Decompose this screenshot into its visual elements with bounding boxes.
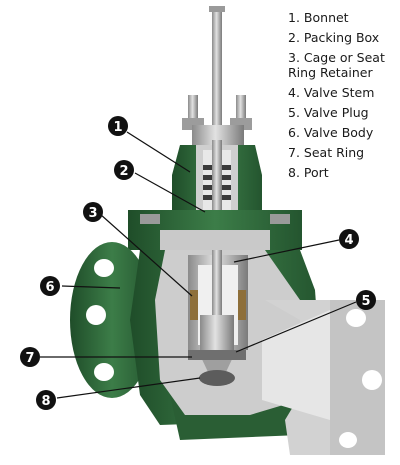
valve-stem-top bbox=[209, 6, 225, 126]
legend-label: Bonnet bbox=[303, 10, 349, 25]
legend-label: Seat Ring bbox=[303, 145, 365, 160]
leader-lines bbox=[40, 131, 357, 399]
legend-label: Valve Body bbox=[303, 125, 374, 140]
legend-number: 7. bbox=[288, 145, 300, 160]
bonnet-studs bbox=[182, 95, 252, 145]
legend-label: Port bbox=[303, 165, 329, 180]
leader-line-2 bbox=[134, 172, 206, 213]
callout-5-label: 5 bbox=[361, 294, 370, 309]
legend-item-valve-body: 6. Valve Body bbox=[288, 125, 400, 140]
legend-number: 2. bbox=[288, 30, 300, 45]
legend-item-port: 8. Port bbox=[288, 165, 400, 180]
legend-item-packing-box: 2. Packing Box bbox=[288, 30, 400, 45]
callout-2: 2 bbox=[114, 160, 134, 180]
callout-4: 4 bbox=[339, 229, 359, 249]
callout-7-label: 7 bbox=[25, 351, 34, 366]
legend-label: Cage or Seat Ring Retainer bbox=[288, 50, 385, 80]
port bbox=[199, 370, 235, 386]
legend-item-seat-ring: 7. Seat Ring bbox=[288, 145, 400, 160]
legend-label: Valve Stem bbox=[303, 85, 375, 100]
leader-line-4 bbox=[233, 239, 340, 263]
leader-line-1 bbox=[126, 131, 191, 173]
callout-1: 1 bbox=[108, 116, 128, 136]
legend-number: 1. bbox=[288, 10, 300, 25]
callout-6-label: 6 bbox=[45, 280, 54, 295]
bonnet bbox=[172, 140, 262, 250]
legend-number: 5. bbox=[288, 105, 300, 120]
seat-ring bbox=[188, 350, 246, 360]
legend-number: 3. bbox=[288, 50, 300, 65]
callout-8-label: 8 bbox=[41, 394, 50, 409]
callout-3-label: 3 bbox=[88, 206, 97, 221]
legend-label: Packing Box bbox=[303, 30, 380, 45]
callout-3: 3 bbox=[83, 202, 103, 222]
legend-number: 8. bbox=[288, 165, 300, 180]
callout-7: 7 bbox=[20, 347, 40, 367]
parts-legend: 1. Bonnet 2. Packing Box 3. Cage or Seat… bbox=[288, 10, 400, 185]
leader-line-8 bbox=[56, 377, 201, 399]
callout-4-label: 4 bbox=[344, 233, 353, 248]
leader-line-6 bbox=[61, 285, 121, 289]
legend-item-cage-seat-ring-retainer: 3. Cage or Seat Ring Retainer bbox=[288, 50, 400, 80]
valve-stem-lower bbox=[212, 250, 222, 330]
legend-label: Valve Plug bbox=[303, 105, 369, 120]
body-bonnet-flange bbox=[128, 210, 302, 250]
legend-item-valve-plug: 5. Valve Plug bbox=[288, 105, 400, 120]
callout-5: 5 bbox=[356, 290, 376, 310]
legend-item-bonnet: 1. Bonnet bbox=[288, 10, 400, 25]
callout-1-label: 1 bbox=[113, 120, 122, 135]
legend-item-valve-stem: 4. Valve Stem bbox=[288, 85, 400, 100]
valve-plug bbox=[200, 315, 234, 372]
leader-line-3 bbox=[99, 213, 193, 297]
callout-2-label: 2 bbox=[119, 164, 128, 179]
legend-number: 6. bbox=[288, 125, 300, 140]
leader-line-5 bbox=[235, 301, 357, 353]
legend-number: 4. bbox=[288, 85, 300, 100]
callout-8: 8 bbox=[36, 390, 56, 410]
callout-6: 6 bbox=[40, 276, 60, 296]
